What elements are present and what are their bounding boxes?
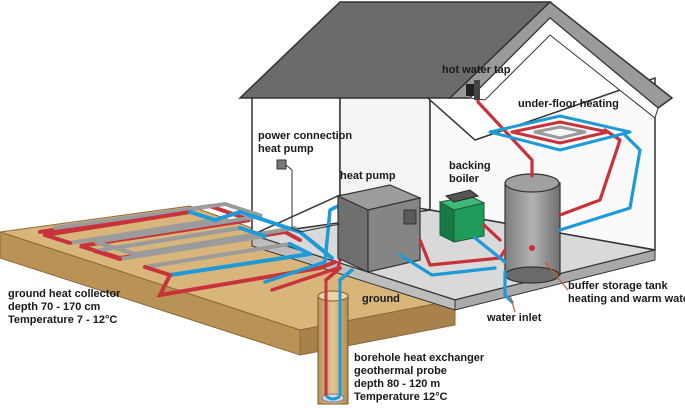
label-backing-boiler: backing boiler xyxy=(449,160,491,185)
label-power-connection: power connection heat pump xyxy=(258,130,353,155)
backing-boiler-unit xyxy=(438,189,486,243)
label-water-inlet: water inlet xyxy=(487,312,542,324)
underfloor-loop xyxy=(488,114,632,152)
label-hot-water-tap: hot water tap xyxy=(442,64,511,76)
label-under-floor-heating: under-floor heating xyxy=(518,98,619,110)
house-right-wall xyxy=(429,76,656,251)
label-ground: ground xyxy=(362,293,400,305)
label-buffer-storage-tank: buffer storage tank heating and warm wat… xyxy=(568,280,685,305)
ground-collector-loops xyxy=(38,201,337,298)
label-heat-pump: heat pump xyxy=(340,170,396,182)
heat-pump-unit xyxy=(336,184,422,273)
leader-lines xyxy=(509,261,569,313)
borehole xyxy=(317,280,349,405)
hot-water-tap-fixture xyxy=(466,80,480,100)
buffer-tank xyxy=(504,173,561,284)
label-ground-heat-collector: ground heat collector depth 70 - 170 cm … xyxy=(8,288,121,326)
label-borehole-heat-exchanger: borehole heat exchanger geothermal probe… xyxy=(354,352,485,403)
power-outlet xyxy=(276,159,341,233)
roof-ridge-inner xyxy=(468,17,659,119)
